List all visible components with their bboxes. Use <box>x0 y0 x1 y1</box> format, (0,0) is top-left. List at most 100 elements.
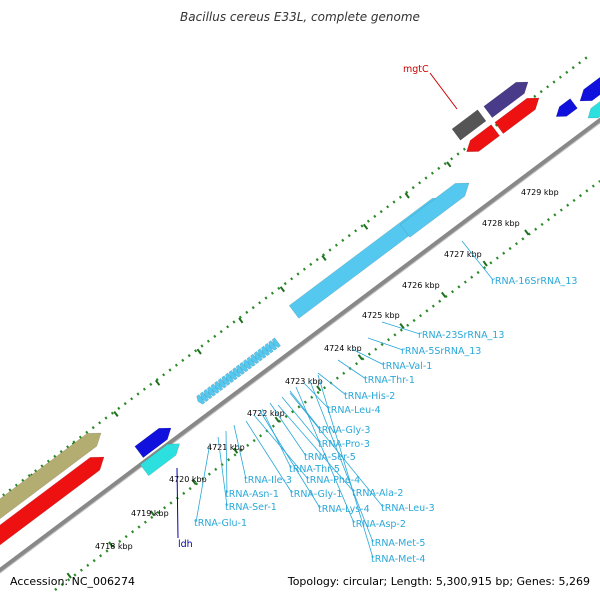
feature-trna-chevron <box>225 372 235 384</box>
feature-blue-small <box>555 98 578 117</box>
rna-label: tRNA-Ser-5 <box>304 452 356 463</box>
rna-leader-line <box>381 321 421 335</box>
backbone-shadow <box>0 122 600 574</box>
feature-trna-chevron <box>250 353 260 365</box>
feature-red-large <box>0 456 105 546</box>
feature-cyan-edge <box>587 101 600 119</box>
inner-major-tick <box>524 229 530 236</box>
inner-major-tick <box>66 572 72 579</box>
feature-red-mgt <box>494 97 540 134</box>
rna-leader-line <box>217 436 228 507</box>
rna-leader-line <box>351 348 385 366</box>
rna-label: tRNA-Gly-1 <box>290 489 342 500</box>
outer-major-tick <box>362 223 369 230</box>
inner-major-tick <box>482 260 488 267</box>
rna-leader-line <box>289 390 321 430</box>
feature-navy <box>483 81 529 118</box>
rna-leader-line <box>317 372 347 396</box>
rna-leader-line <box>295 386 355 524</box>
feature-trna-chevron <box>221 375 231 386</box>
ldh-leader-line <box>176 467 179 539</box>
feature-trna-chevron <box>264 342 274 354</box>
rna-leader-line <box>195 442 211 523</box>
rna-leader-line <box>337 359 367 380</box>
outer-major-tick <box>404 192 410 199</box>
rna-leader-line <box>309 380 374 543</box>
rna-label: tRNA-Pro-3 <box>318 439 370 450</box>
rna-label: tRNA-Glu-1 <box>194 518 247 529</box>
rna-label: tRNA-Val-1 <box>382 361 432 372</box>
mgtC-leader-line <box>429 72 458 110</box>
inner-major-tick <box>357 354 364 361</box>
inner-major-tick <box>440 291 447 298</box>
rna-label: tRNA-Ala-2 <box>352 488 403 499</box>
tick-label-4726-kbp: 4726 kbp <box>402 281 440 290</box>
rna-label: rRNA-16SrRNA_13 <box>491 276 577 287</box>
ldh-label: ldh <box>178 539 193 550</box>
feature-trna-chevron <box>207 386 217 397</box>
tick-label-4719-kbp: 4719 kbp <box>131 509 169 518</box>
rna-leader-line <box>225 430 228 494</box>
rna-label: tRNA-Ile-3 <box>244 475 292 486</box>
feature-trna-chevron <box>235 364 245 375</box>
feature-trna-chevron <box>210 383 220 394</box>
feature-trna-chevron <box>253 350 263 362</box>
rna-leader-line <box>253 414 309 480</box>
feature-blue-edge <box>579 77 600 102</box>
outer-major-tick <box>279 286 286 293</box>
rna-label: tRNA-Lys-4 <box>318 504 370 515</box>
rna-label: tRNA-Asn-1 <box>225 489 279 500</box>
rna-leader-line <box>303 382 330 410</box>
rna-leader-line <box>289 392 384 508</box>
rna-label: tRNA-Leu-4 <box>327 405 381 416</box>
rna-label: tRNA-Met-4 <box>371 554 425 565</box>
rna-leader-line <box>259 410 321 509</box>
tick-label-4720-kbp: 4720 kbp <box>169 475 207 484</box>
inner-major-tick <box>108 541 114 548</box>
feature-trna-chevron <box>257 348 267 359</box>
rna-leader-line <box>461 240 494 281</box>
tick-label-4729-kbp: 4729 kbp <box>521 188 559 197</box>
rna-label: tRNA-His-2 <box>344 391 395 402</box>
feature-trna-chevron <box>203 388 213 400</box>
inner-tick-track <box>54 180 600 591</box>
rna-label: tRNA-Thr-1 <box>364 375 415 386</box>
rna-leader-line <box>277 404 355 493</box>
rna-leader-line <box>281 396 321 444</box>
rna-leader-line <box>269 402 307 457</box>
inner-major-tick <box>233 447 239 454</box>
feature-trna-chevron <box>243 359 253 370</box>
rna-leader-line <box>245 420 293 494</box>
feature-rrna-16s <box>399 182 470 238</box>
feature-cyan <box>139 443 180 477</box>
rna-leader-line <box>261 408 292 469</box>
tick-label-4728-kbp: 4728 kbp <box>482 219 520 228</box>
mgtC-label: mgtC <box>403 64 429 75</box>
tick-label-4724-kbp: 4724 kbp <box>324 344 362 353</box>
feature-blue-ldh <box>134 427 172 458</box>
feature-trna-chevron <box>239 361 249 373</box>
rna-leader-line <box>367 337 404 351</box>
feature-trna-chevron <box>246 356 256 367</box>
feature-trna-chevron <box>228 369 238 381</box>
tick-label-4722-kbp: 4722 kbp <box>247 409 285 418</box>
genome-summary-text: Topology: circular; Length: 5,300,915 bp… <box>287 575 590 588</box>
outer-major-tick <box>155 379 161 386</box>
outer-major-tick <box>113 411 119 417</box>
feature-trna-chevron <box>214 380 224 392</box>
tick-label-4718-kbp: 4718 kbp <box>95 542 133 551</box>
inner-major-tick <box>399 323 405 329</box>
rna-label: tRNA-Gly-3 <box>318 425 370 436</box>
map-title: Bacillus cereus E33L, complete genome <box>180 10 420 24</box>
rna-label: tRNA-Asp-2 <box>352 519 406 530</box>
rna-leader-line <box>317 374 374 559</box>
feature-olive-block <box>0 432 102 520</box>
feature-trna-chevron <box>232 367 242 378</box>
rna-label: tRNA-Thr-5 <box>289 464 340 475</box>
tick-label-4723-kbp: 4723 kbp <box>285 377 323 386</box>
outer-major-tick <box>238 317 244 324</box>
rna-label: rRNA-23SrRNA_13 <box>418 330 504 341</box>
feature-red-small <box>466 124 500 153</box>
rna-leader-line <box>233 424 247 480</box>
